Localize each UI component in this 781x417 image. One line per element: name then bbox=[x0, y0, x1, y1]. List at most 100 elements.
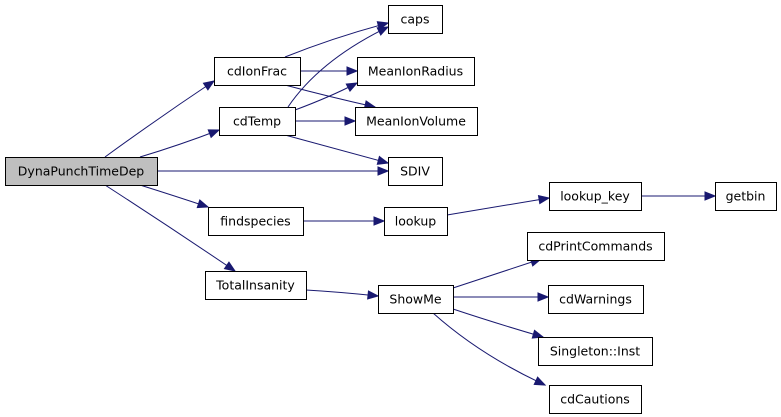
node-box bbox=[208, 207, 304, 236]
node-box bbox=[384, 207, 448, 236]
arrowhead bbox=[537, 292, 550, 302]
node-box bbox=[357, 57, 475, 86]
node-lookup-key[interactable]: lookup_key bbox=[549, 182, 642, 211]
arrowhead bbox=[207, 129, 221, 139]
node-label: cdWarnings bbox=[559, 292, 632, 307]
edge-DynaPunchTimeDep-to-TotalInsanity bbox=[104, 184, 237, 272]
edge-ShowMe-to-cdWarnings bbox=[453, 292, 550, 302]
edge-cdIonFrac-to-MeanIonVolume bbox=[284, 84, 377, 110]
arrowhead bbox=[223, 261, 237, 272]
edge-cdTemp-to-MeanIonVolume bbox=[294, 116, 357, 126]
arrowhead bbox=[531, 329, 545, 339]
node-label: ShowMe bbox=[389, 292, 442, 307]
arrowhead bbox=[533, 376, 547, 386]
node-label: caps bbox=[401, 12, 430, 27]
nodes-layer: DynaPunchTimeDep cdIonFrac cdTemp findspeci… bbox=[5, 5, 777, 414]
edge-line bbox=[432, 312, 546, 386]
edge-lookup-to-lookup_key bbox=[446, 195, 551, 216]
node-label: getbin bbox=[726, 189, 766, 204]
arrowhead bbox=[367, 290, 380, 300]
edge-TotalInsanity-to-ShowMe bbox=[305, 289, 380, 300]
edge-cdTemp-to-caps bbox=[287, 26, 390, 108]
node-label: cdTemp bbox=[233, 114, 281, 129]
node-box bbox=[548, 285, 644, 314]
node-box bbox=[527, 232, 665, 261]
edge-cdTemp-to-MeanIonRadius bbox=[294, 82, 359, 111]
edge-line bbox=[139, 184, 209, 208]
node-box bbox=[214, 57, 301, 86]
edge-line bbox=[446, 197, 550, 216]
edge-DynaPunchTimeDep-to-SDIV bbox=[156, 166, 390, 176]
arrowhead bbox=[202, 80, 216, 91]
edge-cdIonFrac-to-MeanIonRadius bbox=[300, 66, 359, 76]
arrowhead bbox=[196, 199, 210, 209]
node-label: cdPrintCommands bbox=[538, 239, 652, 254]
arrowhead bbox=[377, 166, 390, 176]
node-box bbox=[538, 337, 653, 366]
node-box bbox=[205, 271, 307, 300]
node-caps[interactable]: caps bbox=[388, 5, 443, 34]
arrowhead bbox=[344, 116, 357, 126]
node-totalinsanity[interactable]: TotalInsanity bbox=[205, 271, 307, 300]
edge-DynaPunchTimeDep-to-findspecies bbox=[139, 184, 210, 209]
edge-cdTemp-to-SDIV bbox=[284, 134, 390, 165]
edge-line bbox=[305, 289, 379, 297]
node-singleton-inst[interactable]: Singleton::Inst bbox=[538, 337, 653, 366]
node-meanionradius[interactable]: MeanIonRadius bbox=[357, 57, 475, 86]
edge-line bbox=[104, 184, 236, 272]
edge-line bbox=[284, 22, 389, 58]
edge-DynaPunchTimeDep-to-cdIonFrac bbox=[104, 80, 216, 158]
node-lookup[interactable]: lookup bbox=[384, 207, 448, 236]
node-box bbox=[219, 107, 296, 136]
edge-line bbox=[139, 129, 220, 158]
node-box bbox=[355, 107, 478, 136]
node-cdcautions[interactable]: cdCautions bbox=[549, 385, 642, 414]
node-box bbox=[549, 182, 642, 211]
edge-line bbox=[452, 308, 544, 338]
node-cdwarnings[interactable]: cdWarnings bbox=[548, 285, 644, 314]
arrowhead bbox=[376, 26, 390, 36]
edge-cdIonFrac-to-caps bbox=[284, 21, 390, 58]
edge-line bbox=[284, 134, 389, 164]
node-dynapunchtimedep[interactable]: DynaPunchTimeDep bbox=[5, 157, 158, 186]
edge-ShowMe-to-Singleton_Inst bbox=[452, 308, 545, 339]
node-box bbox=[715, 182, 777, 211]
edge-lookup_key-to-getbin bbox=[641, 191, 717, 201]
edge-findspecies-to-lookup bbox=[303, 216, 386, 226]
edge-line bbox=[104, 80, 215, 158]
edge-ShowMe-to-cdPrintCommands bbox=[452, 257, 543, 289]
edge-line bbox=[452, 258, 542, 289]
node-box bbox=[388, 157, 443, 186]
node-getbin[interactable]: getbin bbox=[715, 182, 777, 211]
node-label: cdCautions bbox=[560, 392, 630, 407]
node-label: findspecies bbox=[220, 214, 290, 229]
arrowhead bbox=[346, 66, 359, 76]
node-label: Singleton::Inst bbox=[550, 344, 640, 359]
edge-line bbox=[287, 26, 389, 108]
node-box bbox=[549, 385, 642, 414]
node-label: cdIonFrac bbox=[227, 64, 287, 79]
arrowhead bbox=[373, 216, 386, 226]
node-box bbox=[378, 285, 454, 314]
arrowhead bbox=[345, 82, 359, 93]
node-label: MeanIonRadius bbox=[368, 64, 463, 79]
node-label: DynaPunchTimeDep bbox=[18, 164, 144, 179]
node-meanionvolume[interactable]: MeanIonVolume bbox=[355, 107, 478, 136]
node-showme[interactable]: ShowMe bbox=[378, 285, 454, 314]
node-label: MeanIonVolume bbox=[366, 114, 466, 129]
arrowhead bbox=[704, 191, 717, 201]
node-cdionfrac[interactable]: cdIonFrac bbox=[214, 57, 301, 86]
node-box bbox=[5, 157, 158, 186]
node-findspecies[interactable]: findspecies bbox=[208, 207, 304, 236]
edge-DynaPunchTimeDep-to-cdTemp bbox=[139, 129, 221, 158]
node-cdtemp[interactable]: cdTemp bbox=[219, 107, 296, 136]
node-sdiv[interactable]: SDIV bbox=[388, 157, 443, 186]
node-box bbox=[388, 5, 443, 34]
node-label: TotalInsanity bbox=[215, 278, 295, 293]
edges-layer bbox=[104, 21, 717, 386]
node-cdprintcommands[interactable]: cdPrintCommands bbox=[527, 232, 665, 261]
arrowhead bbox=[376, 155, 390, 165]
node-label: lookup bbox=[395, 214, 437, 229]
node-label: lookup_key bbox=[560, 189, 630, 204]
